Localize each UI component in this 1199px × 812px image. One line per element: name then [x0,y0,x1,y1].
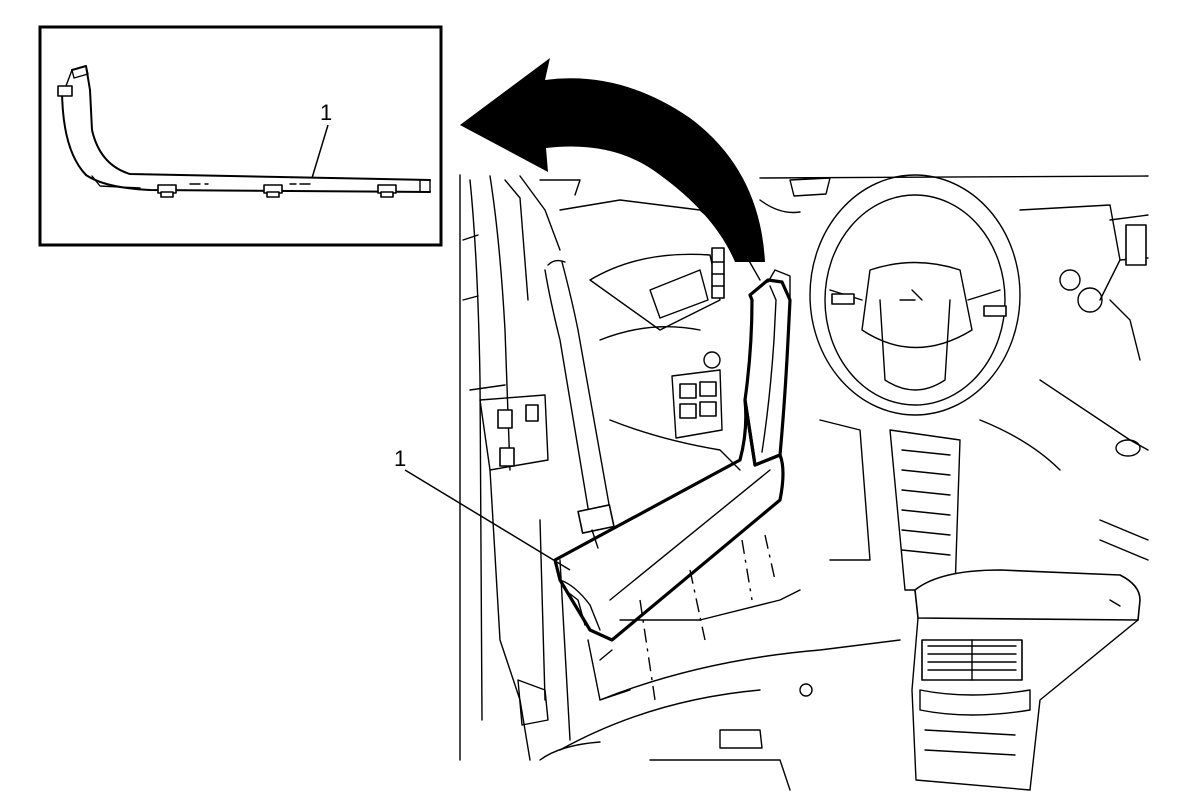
removal-direction-arrow [460,58,765,262]
inset-clip [377,184,397,198]
inset-frame [38,25,443,247]
main-leader-line [404,469,571,571]
main-callout-label: 1 [394,446,406,471]
vehicle-interior [459,174,1149,791]
inset-clip [157,184,177,198]
inset-trim-panel [57,65,431,198]
sill-trim-panel [553,269,792,642]
inset-callout-label: 1 [320,100,332,125]
inset-panel: 1 [38,25,443,247]
inset-leader-line [311,124,329,179]
inset-clip [263,184,283,198]
